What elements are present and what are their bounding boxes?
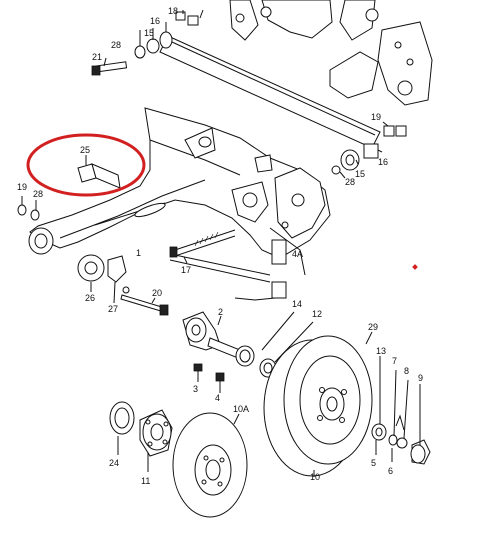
label-19-right: 19 bbox=[371, 112, 381, 122]
label-8: 8 bbox=[404, 366, 409, 376]
bolt-17 bbox=[169, 229, 236, 264]
label-3: 3 bbox=[193, 384, 198, 394]
label-20: 20 bbox=[152, 288, 162, 298]
label-15-top: 15 bbox=[144, 28, 154, 38]
label-12: 12 bbox=[312, 309, 322, 319]
upper-left-bushing-group bbox=[91, 9, 204, 76]
label-25: 25 bbox=[80, 145, 90, 155]
label-16-right: 16 bbox=[378, 157, 388, 167]
label-18-top: 18 bbox=[168, 6, 178, 16]
label-21: 21 bbox=[92, 52, 102, 62]
label-4: 4 bbox=[215, 393, 220, 403]
lower-bushing-26-group bbox=[77, 254, 169, 316]
trailing-arm-body bbox=[29, 107, 331, 301]
label-5: 5 bbox=[371, 458, 376, 468]
label-24: 24 bbox=[109, 458, 119, 468]
label-27: 27 bbox=[108, 304, 118, 314]
part-25-spacer bbox=[77, 155, 121, 189]
callout-labels: 16 18 15 28 21 15 28 19 28 16 25 19 28 2… bbox=[17, 6, 423, 486]
label-10A: 10A bbox=[233, 404, 249, 414]
bolts-3-and-4 bbox=[193, 363, 225, 393]
label-7: 7 bbox=[392, 356, 397, 366]
stub-axle-group bbox=[182, 311, 314, 378]
label-15-right: 15 bbox=[355, 169, 365, 179]
marker-dot bbox=[412, 264, 418, 270]
label-9: 9 bbox=[418, 373, 423, 383]
label-29: 29 bbox=[368, 322, 378, 332]
label-26: 26 bbox=[85, 293, 95, 303]
label-19-left: 19 bbox=[17, 182, 27, 192]
label-6: 6 bbox=[388, 466, 393, 476]
label-28-top: 28 bbox=[111, 40, 121, 50]
brake-drum-10 bbox=[263, 331, 373, 477]
label-10: 10 bbox=[310, 472, 320, 482]
label-2: 2 bbox=[218, 307, 223, 317]
left-pivot-bushing bbox=[17, 196, 54, 255]
label-16-top: 16 bbox=[150, 16, 160, 26]
label-28-right: 28 bbox=[345, 177, 355, 187]
highlight-circle bbox=[26, 133, 146, 197]
wheel-hub-group bbox=[109, 401, 173, 472]
label-4A: 4A bbox=[292, 249, 303, 259]
upper-right-bushing-group bbox=[331, 121, 407, 179]
label-28-left: 28 bbox=[33, 189, 43, 199]
brake-disc-10A bbox=[172, 412, 248, 518]
label-11: 11 bbox=[141, 476, 150, 486]
label-17: 17 bbox=[181, 265, 191, 275]
label-13: 13 bbox=[376, 346, 386, 356]
upper-bracket-assembly bbox=[229, 0, 433, 106]
label-1: 1 bbox=[136, 248, 141, 258]
hub-bearing-and-cap-group bbox=[371, 356, 431, 465]
label-14: 14 bbox=[292, 299, 302, 309]
